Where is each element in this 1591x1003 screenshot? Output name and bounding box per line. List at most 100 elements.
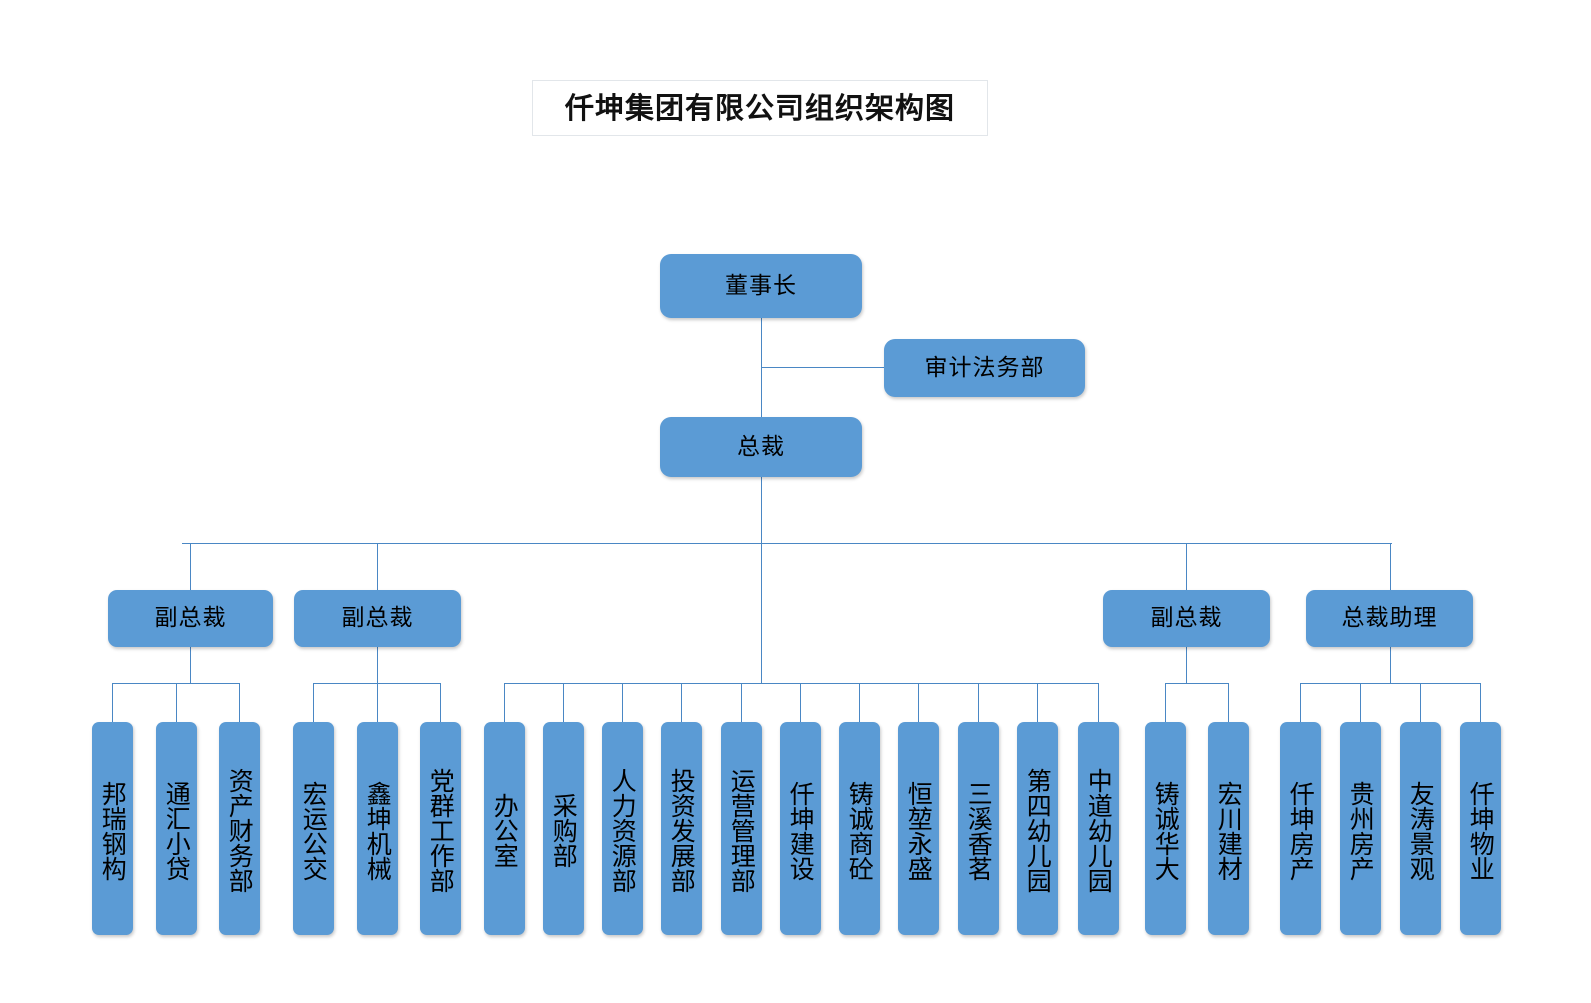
connector-level2-bus: [182, 543, 1392, 544]
leaf-node[interactable]: 邦瑞钢构: [92, 722, 133, 935]
node-chairman-label: 董事长: [725, 272, 797, 299]
connector-president-drop-3: [681, 683, 682, 722]
connector-assistant-drop-1: [1360, 683, 1361, 722]
leaf-label: 鑫坤机械: [363, 780, 393, 881]
leaf-label: 党群工作部: [426, 768, 456, 893]
connector-president-drop-7: [918, 683, 919, 722]
node-vp-3-label: 副总裁: [1150, 605, 1223, 631]
leaf-label: 采购部: [549, 793, 579, 868]
node-president-assistant[interactable]: 总裁助理: [1306, 590, 1473, 647]
leaf-node[interactable]: 三溪香茗: [958, 722, 999, 935]
leaf-label: 宏运公交: [299, 780, 329, 881]
leaf-label: 投资发展部: [667, 768, 697, 893]
node-vp-1-label: 副总裁: [154, 605, 227, 631]
leaf-label: 通汇小贷: [162, 780, 192, 881]
leaf-label: 中道幼儿园: [1084, 768, 1114, 893]
leaf-label: 仟坤房产: [1286, 780, 1316, 881]
connector-bus-to-vp1: [190, 543, 191, 590]
connector-vp2-stem: [377, 647, 378, 683]
leaf-node[interactable]: 第四幼儿园: [1017, 722, 1058, 935]
connector-vp1-bus: [112, 683, 239, 684]
leaf-label: 仟坤物业: [1466, 780, 1496, 881]
leaf-label: 第四幼儿园: [1023, 768, 1053, 893]
connector-president-drop-9: [1037, 683, 1038, 722]
connector-president-drop-1: [563, 683, 564, 722]
leaf-node[interactable]: 仟坤房产: [1280, 722, 1321, 935]
leaf-label: 宏川建材: [1214, 780, 1244, 881]
node-president[interactable]: 总裁: [660, 417, 862, 477]
connector-vp2-drop-0: [313, 683, 314, 722]
leaf-label: 友涛景观: [1406, 780, 1436, 881]
leaf-node[interactable]: 办公室: [484, 722, 525, 935]
leaf-label: 邦瑞钢构: [98, 780, 128, 881]
connector-vp2-bus: [313, 683, 440, 684]
connector-vp3-bus: [1165, 683, 1228, 684]
node-vp-2-label: 副总裁: [341, 605, 414, 631]
leaf-node[interactable]: 资产财务部: [219, 722, 260, 935]
node-chairman[interactable]: 董事长: [660, 254, 862, 318]
leaf-node[interactable]: 仟坤建设: [780, 722, 821, 935]
connector-assistant-bus: [1300, 683, 1480, 684]
leaf-label: 铸诚华大: [1151, 780, 1181, 881]
connector-vp2-drop-2: [440, 683, 441, 722]
connector-president-drop-6: [859, 683, 860, 722]
leaf-node[interactable]: 恒堃永盛: [898, 722, 939, 935]
leaf-label: 资产财务部: [225, 768, 255, 893]
connector-bus-to-vp3: [1186, 543, 1187, 590]
connector-bus-to-assistant: [1390, 543, 1391, 590]
leaf-label: 三溪香茗: [964, 780, 994, 881]
leaf-node[interactable]: 通汇小贷: [156, 722, 197, 935]
connector-chairman-to-audit: [761, 367, 885, 368]
leaf-label: 办公室: [490, 793, 520, 868]
leaf-label: 人力资源部: [608, 768, 638, 893]
leaf-label: 仟坤建设: [786, 780, 816, 881]
node-president-label: 总裁: [737, 433, 785, 460]
leaf-label: 贵州房产: [1346, 780, 1376, 881]
leaf-node[interactable]: 采购部: [543, 722, 584, 935]
connector-vp3-stem: [1186, 647, 1187, 683]
connector-assistant-drop-0: [1300, 683, 1301, 722]
leaf-node[interactable]: 贵州房产: [1340, 722, 1381, 935]
node-vp-2[interactable]: 副总裁: [294, 590, 461, 647]
node-vp-3[interactable]: 副总裁: [1103, 590, 1270, 647]
connector-vp1-drop-0: [112, 683, 113, 722]
leaf-label: 铸诚商砼: [845, 780, 875, 881]
connector-vp3-drop-1: [1228, 683, 1229, 722]
node-audit-legal-label: 审计法务部: [924, 354, 1045, 381]
leaf-node[interactable]: 中道幼儿园: [1078, 722, 1119, 935]
connector-president-drop-2: [622, 683, 623, 722]
node-audit-legal[interactable]: 审计法务部: [884, 339, 1085, 397]
leaf-node[interactable]: 宏运公交: [293, 722, 334, 935]
connector-president-drop-10: [1098, 683, 1099, 722]
connector-bus-to-vp2: [377, 543, 378, 590]
connector-vp1-drop-2: [239, 683, 240, 722]
page-title: 仟坤集团有限公司组织架构图: [564, 90, 955, 125]
leaf-node[interactable]: 党群工作部: [420, 722, 461, 935]
connector-president-drop-8: [978, 683, 979, 722]
connector-vp2-drop-1: [377, 683, 378, 722]
connector-president-trunk: [761, 477, 762, 683]
leaf-node[interactable]: 鑫坤机械: [357, 722, 398, 935]
leaf-node[interactable]: 友涛景观: [1400, 722, 1441, 935]
connector-president-drop-0: [504, 683, 505, 722]
connector-chairman-to-president: [761, 318, 762, 418]
connector-president-drop-4: [741, 683, 742, 722]
connector-vp1-stem: [190, 647, 191, 683]
connector-assistant-drop-2: [1420, 683, 1421, 722]
leaf-node[interactable]: 运营管理部: [721, 722, 762, 935]
leaf-node[interactable]: 人力资源部: [602, 722, 643, 935]
connector-president-drop-5: [800, 683, 801, 722]
connector-vp3-drop-0: [1165, 683, 1166, 722]
leaf-node[interactable]: 仟坤物业: [1460, 722, 1501, 935]
node-vp-1[interactable]: 副总裁: [108, 590, 273, 647]
connector-president-children-bus: [504, 683, 1099, 684]
leaf-label: 运营管理部: [727, 768, 757, 893]
leaf-node[interactable]: 铸诚商砼: [839, 722, 880, 935]
node-president-assistant-label: 总裁助理: [1341, 605, 1438, 631]
leaf-node[interactable]: 宏川建材: [1208, 722, 1249, 935]
leaf-node[interactable]: 投资发展部: [661, 722, 702, 935]
leaf-node[interactable]: 铸诚华大: [1145, 722, 1186, 935]
connector-assistant-stem: [1390, 647, 1391, 683]
connector-vp1-drop-1: [176, 683, 177, 722]
